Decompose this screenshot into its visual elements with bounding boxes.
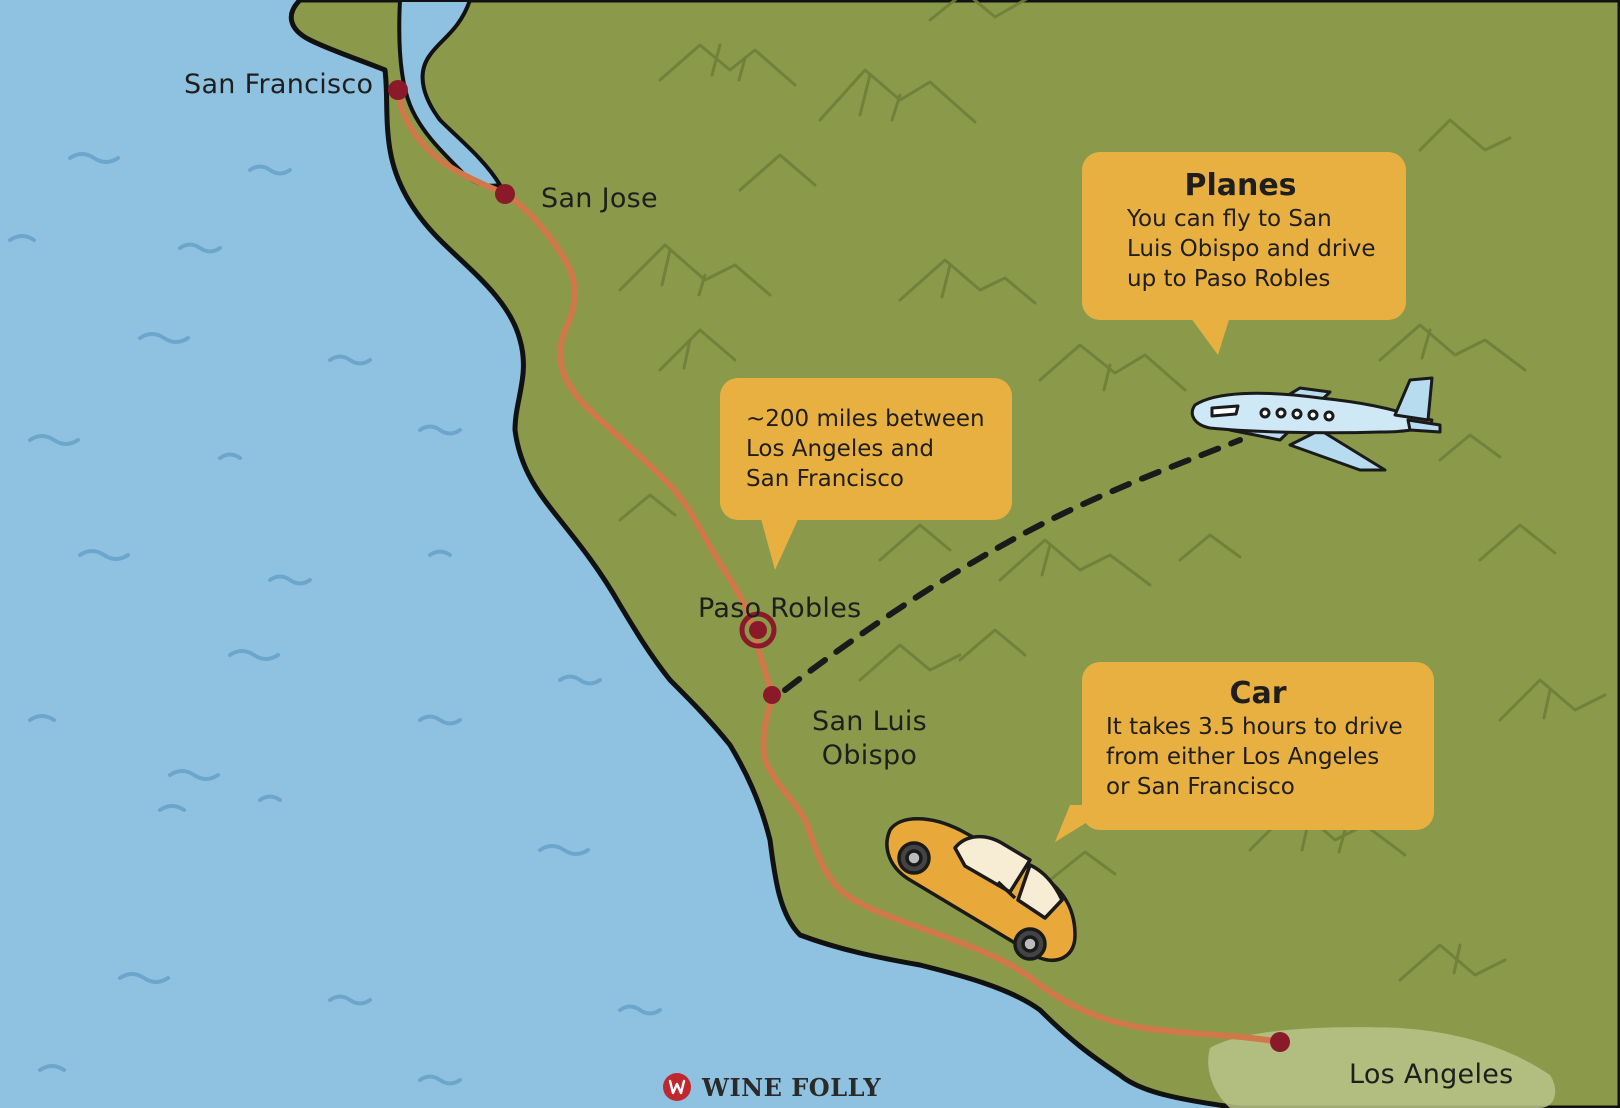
callout-tail-planes [1185, 310, 1232, 355]
callout-tail-distance [760, 515, 800, 570]
marker-san-jose [495, 184, 515, 204]
callout-planes: Planes You can fly to San Luis Obispo an… [1082, 152, 1406, 320]
los-angeles-urban-area [1208, 1027, 1556, 1108]
city-label-los-angeles: Los Angeles [1349, 1059, 1514, 1090]
callout-distance-body: ~200 miles between Los Angeles and San F… [746, 406, 985, 492]
city-label-san-jose: San Jose [541, 183, 658, 214]
wine-folly-logo-icon [663, 1073, 691, 1101]
city-label-san-francisco: San Francisco [184, 69, 374, 100]
callout-car: Car It takes 3.5 hours to drive from eit… [1082, 662, 1434, 830]
airplane-icon [1190, 376, 1442, 472]
brand-name: WINE FOLLY [702, 1072, 882, 1102]
city-label-san-luis-obispo: San Luis Obispo [812, 706, 928, 771]
ocean-waves [8, 152, 662, 1086]
san-francisco-bay [397, 0, 502, 188]
brand-watermark: WINE FOLLY [662, 1069, 881, 1105]
callout-planes-body: You can fly to San Luis Obispo and drive… [1127, 206, 1376, 292]
marker-san-luis-obispo [763, 686, 781, 704]
marker-paso-robles [739, 611, 777, 649]
flight-path [782, 437, 1243, 693]
car-icon [885, 817, 1077, 962]
callout-car-body: It takes 3.5 hours to drive from either … [1106, 714, 1403, 800]
marker-san-francisco [388, 80, 408, 100]
callout-distance: ~200 miles between Los Angeles and San F… [720, 378, 1012, 520]
marker-los-angeles [1270, 1032, 1290, 1052]
city-label-paso-robles: Paso Robles [698, 593, 862, 624]
callout-car-title: Car [1229, 676, 1287, 711]
callout-planes-title: Planes [1184, 168, 1297, 203]
mountain-sketches [618, 0, 1607, 982]
